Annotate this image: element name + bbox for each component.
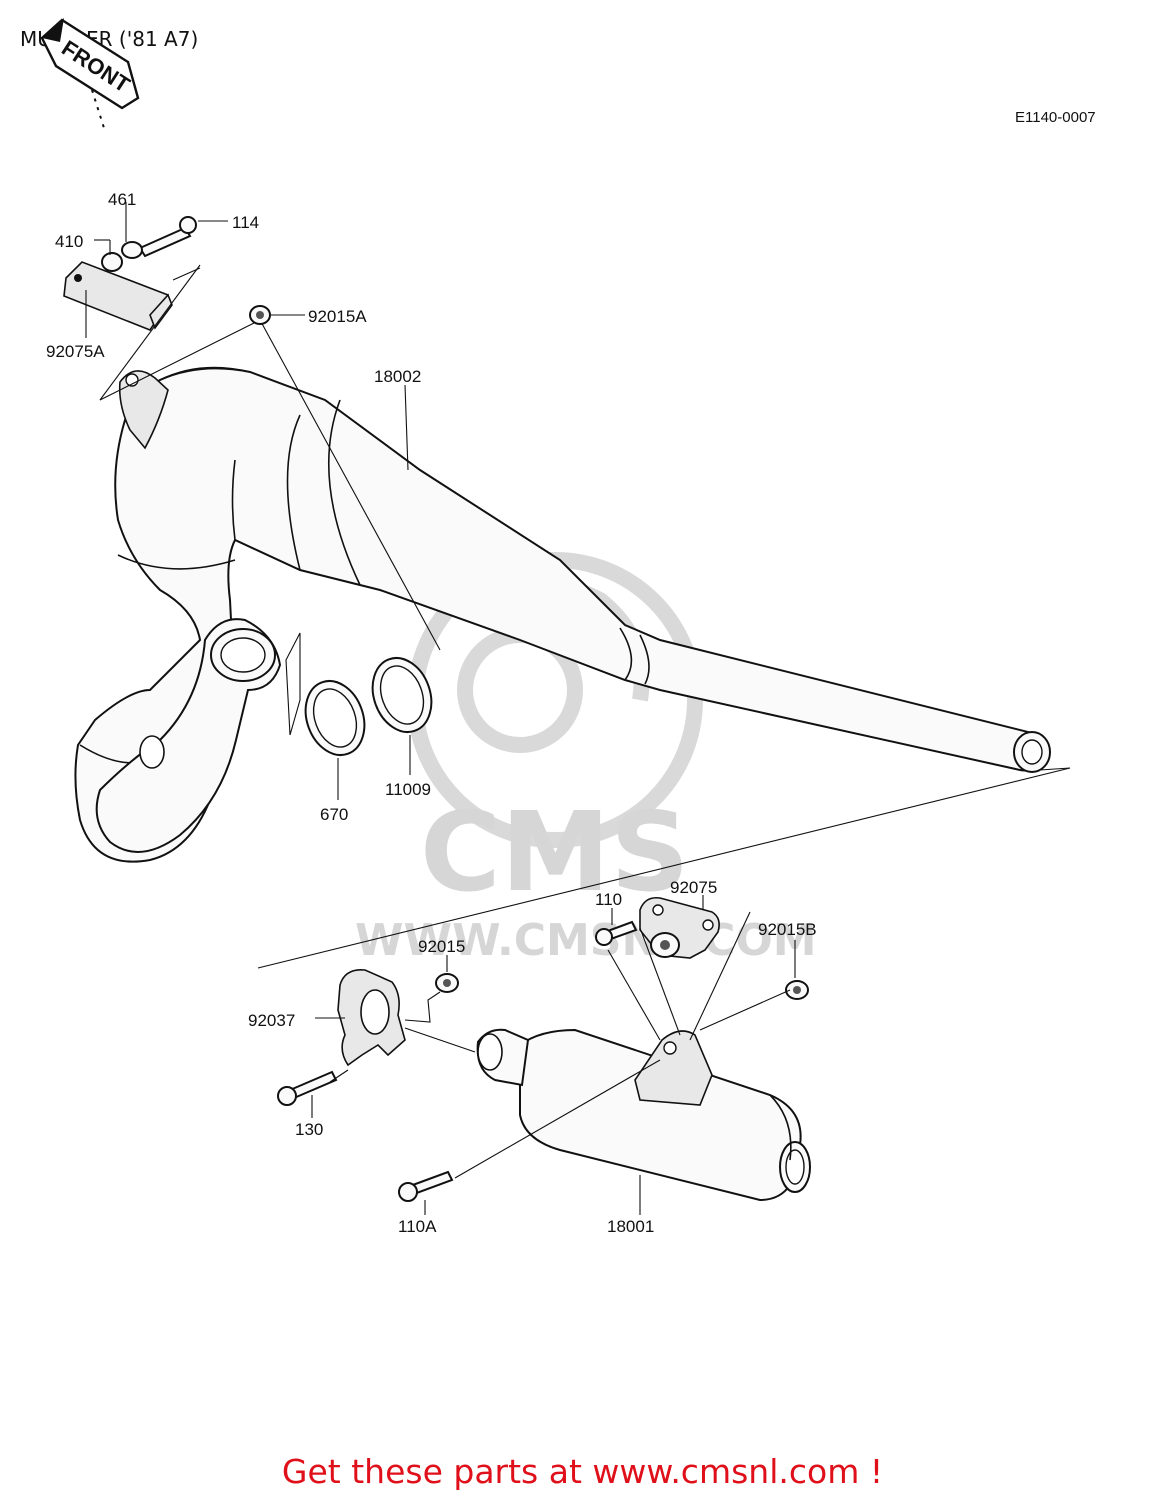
gasket-670 xyxy=(304,680,366,756)
part-label-130[interactable]: 130 xyxy=(295,1120,323,1139)
bolt-130 xyxy=(277,1070,338,1106)
bolt-114 xyxy=(138,216,197,258)
part-label-92075A[interactable]: 92075A xyxy=(46,342,105,361)
gasket-11009 xyxy=(371,657,433,733)
part-label-92075[interactable]: 92075 xyxy=(670,878,717,897)
nut-92015A xyxy=(249,305,271,325)
footer-promo-link[interactable]: Get these parts at www.cmsnl.com ! xyxy=(281,1452,884,1491)
part-label-92015[interactable]: 92015 xyxy=(418,937,465,956)
washer-410 xyxy=(101,252,123,272)
nut-92015B xyxy=(785,980,809,1000)
expansion-chamber-18002 xyxy=(74,366,1051,863)
bolt-110 xyxy=(595,920,638,946)
part-label-670[interactable]: 670 xyxy=(320,805,348,824)
nut-92015 xyxy=(435,973,459,993)
part-label-18002[interactable]: 18002 xyxy=(374,367,421,386)
part-label-110[interactable]: 110 xyxy=(595,890,622,909)
part-label-11009[interactable]: 11009 xyxy=(385,780,431,799)
watermark-url-text: WWW.CMSNL.COM xyxy=(355,915,817,966)
part-label-92015A[interactable]: 92015A xyxy=(308,307,367,326)
bolt-110A xyxy=(398,1170,454,1202)
part-label-92015B[interactable]: 92015B xyxy=(758,920,817,939)
bracket-92075A xyxy=(63,261,173,331)
washer-461 xyxy=(121,241,143,259)
clamp-92037 xyxy=(337,968,406,1067)
part-label-114[interactable]: 114 xyxy=(232,213,259,232)
reference-code: E1140-0007 xyxy=(1015,109,1096,126)
bracket-92075 xyxy=(639,896,720,959)
silencer-18001 xyxy=(476,1028,811,1202)
part-labels: 461 114 410 92075A 92015A 18002 670 1100… xyxy=(46,190,817,1236)
part-label-110A[interactable]: 110A xyxy=(398,1217,437,1236)
part-label-461[interactable]: 461 xyxy=(108,190,136,209)
watermark-main-text: CMS xyxy=(420,788,689,916)
part-label-18001[interactable]: 18001 xyxy=(607,1217,654,1236)
part-label-410[interactable]: 410 xyxy=(55,232,83,251)
part-label-92037[interactable]: 92037 xyxy=(248,1011,295,1030)
